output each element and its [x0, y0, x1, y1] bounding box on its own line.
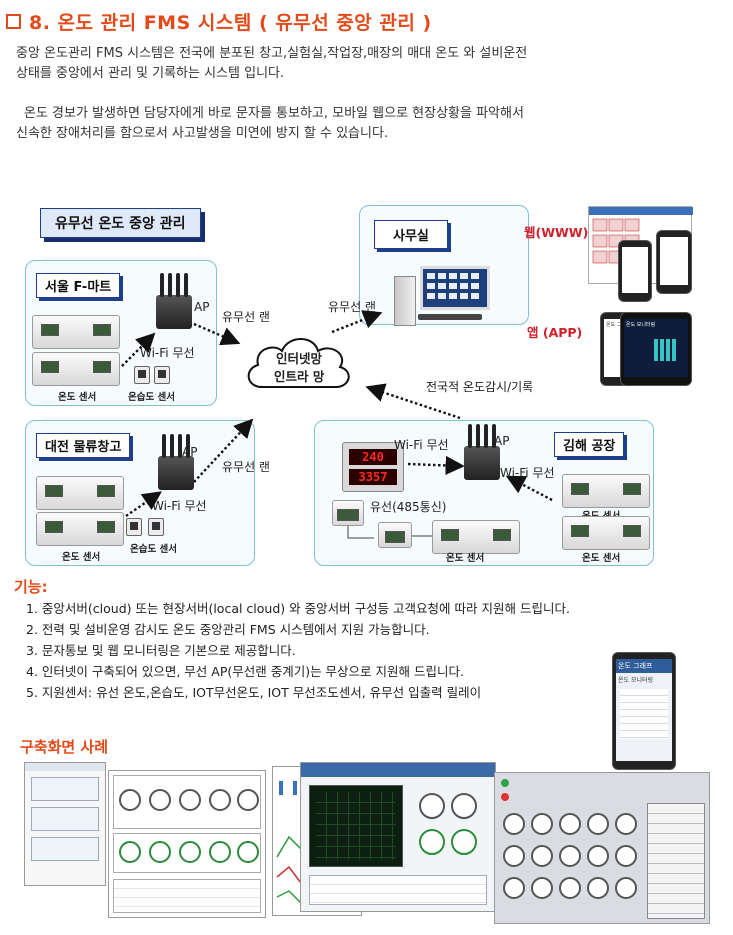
- wifi-label: Wi-Fi 무선: [152, 499, 207, 513]
- gimhae-label: 김해 공장: [554, 432, 625, 457]
- feature-item: 5. 지원센서: 유선 온도,온습도, IOT무선온도, IOT 무선조도센서,…: [26, 685, 482, 700]
- app-label: 앱 (APP): [527, 325, 583, 340]
- temp-sensor-device: [562, 516, 650, 550]
- cloud-line-1: 인터넷망: [276, 351, 323, 366]
- daejeon-label: 대전 물류창고: [36, 433, 131, 458]
- feature-item: 3. 문자통보 및 웹 모니터링은 기본으로 제공합니다.: [26, 643, 296, 658]
- wifi-label: Wi-Fi 무선: [394, 438, 449, 452]
- pc-tower-icon: [394, 276, 416, 326]
- features-list: 1. 중앙서버(cloud) 또는 현장서버(local cloud) 와 중앙…: [26, 598, 706, 703]
- nationwide-label: 전국적 온도감시/기록: [426, 380, 534, 394]
- feature-phone-image: 온도 그래프 온도 모니터링: [612, 652, 676, 770]
- temp-sensor-device: [432, 520, 520, 554]
- cases-title: 구축화면 사례: [20, 738, 109, 756]
- temphum-sensor-caption: 온습도 센서: [130, 544, 178, 555]
- temp-sensor-device: [36, 476, 124, 510]
- temp-sensor-caption: 온도 센서: [446, 553, 485, 564]
- cloud-icon: [247, 338, 350, 388]
- wired-485-label: 유선(485통신): [370, 500, 447, 514]
- ap-label: AP: [194, 300, 210, 314]
- section-header: 8. 온도 관리 FMS 시스템 ( 유무선 중앙 관리 ): [6, 8, 432, 34]
- temp-sensor-device: [562, 474, 650, 508]
- ap-router-icon: [464, 424, 500, 480]
- ap-label: AP: [182, 445, 198, 459]
- section-title: 8. 온도 관리 FMS 시스템 ( 유무선 중앙 관리 ): [29, 11, 432, 34]
- system-diagram: 유무선 온도 중앙 관리 서울 F-마트 대전 물류창고 사무실 김해 공장 온…: [22, 200, 712, 568]
- temp-sensor-caption: 온도 센서: [58, 392, 97, 403]
- monitor-icon: [420, 266, 490, 310]
- office-label: 사무실: [374, 220, 448, 249]
- keyboard-icon: [418, 314, 482, 320]
- phone-thumbnail: [618, 240, 652, 302]
- hum-sensor-device: [134, 366, 150, 384]
- temphum-sensor-caption: 온습도 센서: [128, 392, 176, 403]
- intro-paragraph-2: 온도 경보가 발생하면 담당자에게 바로 문자를 통보하고, 모바일 웹으로 현…: [16, 106, 524, 141]
- hum-sensor-device: [148, 518, 164, 536]
- feature-item: 4. 인터넷이 구축되어 있으면, 무선 AP(무선랜 중계기)는 무상으로 지…: [26, 664, 464, 679]
- temp-sensor-device: [32, 352, 120, 386]
- wired-sensor-device: [332, 500, 364, 526]
- features-title: 기능:: [14, 578, 48, 596]
- ap-router-icon: [156, 273, 192, 329]
- wired-sensor-device: [378, 522, 412, 548]
- checkbox-square-icon: [6, 13, 21, 29]
- temp-sensor-device: [36, 512, 124, 546]
- temp-sensor-device: [32, 315, 120, 349]
- feature-item: 1. 중앙서버(cloud) 또는 현장서버(local cloud) 와 중앙…: [26, 601, 570, 616]
- case-screenshot-2: [108, 770, 266, 918]
- ap-label: AP: [494, 434, 510, 448]
- connection-arrows: [121, 310, 553, 539]
- feature-item: 2. 전력 및 설비운영 감시도 온도 중앙관리 FMS 시스템에서 지원 가능…: [26, 622, 430, 637]
- temp-sensor-caption: 온도 센서: [62, 552, 101, 563]
- case-screenshot-4: [300, 762, 496, 912]
- case-screenshot-5: [494, 772, 710, 924]
- wired-lan-label: 유무선 랜: [222, 310, 270, 324]
- case-screenshot-1: [24, 762, 106, 886]
- hum-sensor-device: [126, 518, 142, 536]
- cloud-line-2: 인트라 망: [274, 369, 325, 384]
- app-tablet-thumbnail: 온도 모니터링: [620, 312, 692, 386]
- web-label: 웹(WWW): [524, 225, 589, 240]
- temp-sensor-caption: 온도 센서: [582, 553, 621, 564]
- seoul-label: 서울 F-마트: [36, 273, 121, 298]
- red-display-panel: 240 3357: [342, 442, 404, 492]
- phone-thumbnail: [656, 230, 692, 294]
- intro-paragraph-1: 중앙 온도관리 FMS 시스템은 전국에 분포된 창고,실험실,작업장,매장의 …: [16, 46, 528, 81]
- hum-sensor-device: [154, 366, 170, 384]
- ap-router-icon: [158, 434, 194, 490]
- wired-lan-label: 유무선 랜: [222, 460, 270, 474]
- diagram-main-label: 유무선 온도 중앙 관리: [40, 208, 201, 238]
